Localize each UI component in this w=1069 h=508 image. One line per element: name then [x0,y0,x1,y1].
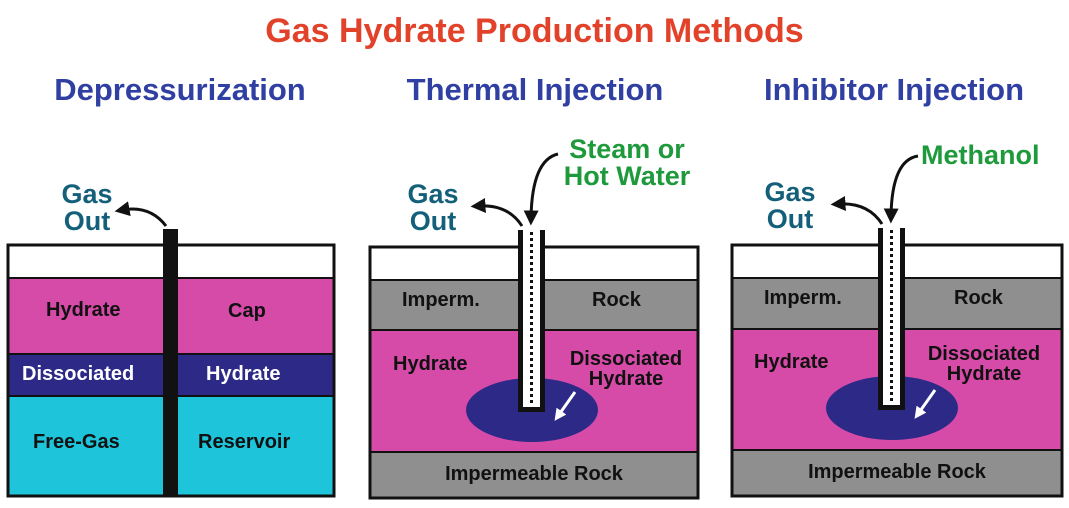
panel-title-thermal-injection: Thermal Injection [406,72,664,107]
diagram-title: Gas Hydrate Production Methods [265,12,804,50]
layer-label-free-gas: Free-Gas [33,431,120,453]
dissociated-pointer-arrow [914,389,937,419]
gas-out-label: Gas Out [61,179,113,236]
gas-out-arrow [830,196,884,225]
layer-label-cap: Cap [228,300,266,322]
layer-label-hydrate: Hydrate [393,353,468,375]
layer-label-imperm: Imperm. [764,287,842,309]
production-well [163,229,178,497]
layer-label-hydrate: Hydrate [46,299,121,321]
injection-arrow [883,154,919,224]
layer-label-dissociated: Dissociated [22,363,135,385]
layer-label-reservoir: Reservoir [198,431,291,453]
layer-label-rock: Rock [592,289,641,311]
injectant-label: Methanol [921,140,1040,170]
panel-thermal-injection [368,152,700,500]
gas-out-arrow [470,198,524,227]
dissociated-pointer-arrow [554,391,577,421]
injectant-label: Steam or Hot Water [563,134,691,191]
layer-label-impermeable-rock: Impermeable Rock [808,461,986,483]
layer-impermeable-rock [370,452,698,498]
injection-arrow [523,152,559,226]
layer-label-dissociated-hydrate: Dissociated Hydrate [927,343,1041,385]
layer-impermeable-rock [732,450,1062,496]
panel-title-depressurization: Depressurization [54,72,306,107]
layer-label-dissociated-hydrate: Dissociated Hydrate [569,348,683,390]
layer-label-imperm: Imperm. [402,289,480,311]
panel-depressurization [6,201,336,498]
panel-inhibitor-injection [730,154,1064,498]
gas-out-label: Gas Out [764,177,816,234]
layer-label-impermeable-rock: Impermeable Rock [445,463,623,485]
gas-out-label: Gas Out [407,179,459,236]
layer-label-hydrate: Hydrate [754,351,829,373]
gas-out-arrow [114,201,168,227]
panel-title-inhibitor-injection: Inhibitor Injection [763,72,1025,107]
layer-label-rock: Rock [954,287,1003,309]
layer-label-dissociated-hydrate: Hydrate [206,363,281,385]
